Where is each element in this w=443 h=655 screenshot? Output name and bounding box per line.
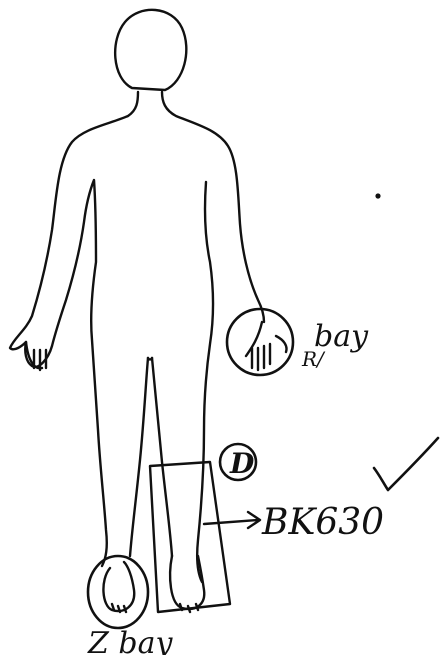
checkmark-icon bbox=[374, 438, 438, 490]
right-torso bbox=[197, 182, 213, 582]
dot bbox=[375, 193, 380, 198]
crotch bbox=[148, 358, 152, 360]
leg-code-label: BK630 bbox=[261, 502, 384, 543]
right-hand bbox=[246, 322, 287, 370]
left-side bbox=[10, 92, 138, 566]
left-inner-leg bbox=[130, 358, 148, 556]
circle-letter: D bbox=[229, 447, 255, 480]
left-foot bbox=[103, 562, 134, 611]
leg-box bbox=[150, 462, 230, 612]
head bbox=[115, 10, 186, 90]
right-foot bbox=[170, 556, 204, 609]
right-inner-leg bbox=[152, 358, 172, 556]
left-hand bbox=[26, 342, 46, 370]
arrow-right-icon bbox=[204, 512, 260, 528]
left-foot-circle bbox=[88, 556, 148, 628]
right-hand-mark: R/ bbox=[301, 347, 326, 371]
foot-label: Z bay bbox=[87, 626, 173, 655]
